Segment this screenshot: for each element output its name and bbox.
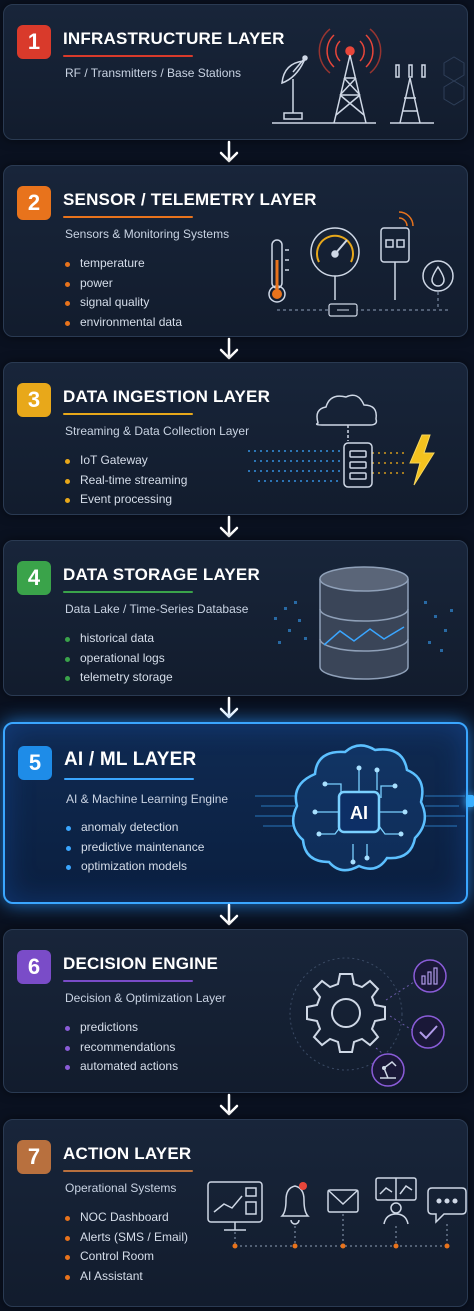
envelope-icon	[327, 1189, 359, 1213]
list-item: Control Room	[65, 1247, 188, 1267]
layer-card-ai-ml: 5 AI / ML LAYER AI & Machine Learning En…	[3, 722, 468, 904]
layer-subtitle: Sensors & Monitoring Systems	[65, 227, 230, 241]
robot-arm-icon	[371, 1053, 405, 1087]
layer-number-badge: 6	[17, 950, 51, 984]
chat-icon	[427, 1187, 467, 1224]
layer-subtitle: Data Lake / Time-Series Database	[65, 602, 249, 616]
layer-card-infrastructure: 1 INFRASTRUCTURE LAYER RF / Transmitters…	[3, 4, 468, 140]
layer-number-badge: 2	[17, 186, 51, 220]
layer-card-action: 7 ACTION LAYER Operational Systems NOC D…	[3, 1119, 468, 1307]
layer-title: ACTION LAYER	[63, 1144, 192, 1163]
arrow-down-icon	[219, 515, 239, 538]
layer-number-badge: 3	[17, 383, 51, 417]
gauge-icon	[310, 227, 360, 300]
layer-item-list: anomaly detection predictive maintenance…	[66, 818, 204, 877]
layer-card-sensor-telemetry: 2 SENSOR / TELEMETRY LAYER Sensors & Mon…	[3, 165, 468, 337]
bell-icon	[280, 1182, 310, 1225]
gateway-icon	[343, 442, 373, 488]
layer-title: AI / ML LAYER	[64, 749, 197, 770]
wireless-sensor-icon	[380, 211, 414, 300]
layer-number-badge: 5	[18, 746, 52, 780]
layer-title: INFRASTRUCTURE LAYER	[63, 29, 285, 48]
action-illustration	[207, 1177, 467, 1249]
layer-title: DATA INGESTION LAYER	[63, 387, 271, 406]
layer-item-list: NOC Dashboard Alerts (SMS / Email) Contr…	[65, 1208, 188, 1287]
list-item: Real-time streaming	[65, 471, 187, 491]
layer-card-decision-engine: 6 DECISION ENGINE Decision & Optimizatio…	[3, 929, 468, 1093]
list-item: power	[65, 274, 182, 294]
title-underline	[63, 1170, 193, 1172]
cell-tower-icon	[390, 64, 434, 124]
dashboard-icon	[207, 1181, 263, 1231]
gear-icon	[306, 973, 386, 1053]
layer-subtitle: AI & Machine Learning Engine	[66, 792, 229, 806]
arrow-down-icon	[219, 1093, 239, 1116]
list-item: recommendations	[65, 1038, 178, 1058]
infrastructure-illustration	[272, 28, 465, 124]
layer-number-badge: 7	[17, 1140, 51, 1174]
layer-item-list: IoT Gateway Real-time streaming Event pr…	[65, 451, 187, 510]
title-underline	[63, 413, 193, 415]
water-drop-icon	[422, 260, 454, 292]
layer-item-list: predictions recommendations automated ac…	[65, 1018, 178, 1077]
list-item: historical data	[65, 629, 173, 649]
list-item: temperature	[65, 254, 182, 274]
database-icon	[319, 566, 409, 680]
list-item: signal quality	[65, 293, 182, 313]
list-item: AI Assistant	[65, 1267, 188, 1287]
list-item: IoT Gateway	[65, 451, 187, 471]
title-underline	[63, 55, 193, 57]
checkmark-icon	[411, 1015, 445, 1049]
lightning-icon	[409, 434, 435, 486]
title-underline	[63, 216, 193, 218]
layer-subtitle: RF / Transmitters / Base Stations	[65, 66, 242, 80]
satellite-dish-icon	[272, 55, 324, 124]
layer-title: DATA STORAGE LAYER	[63, 565, 260, 584]
bar-chart-icon	[413, 959, 447, 993]
list-item: predictive maintenance	[66, 838, 204, 858]
title-underline	[64, 778, 194, 780]
layer-title: SENSOR / TELEMETRY LAYER	[63, 190, 317, 209]
ingestion-illustration	[248, 394, 435, 488]
list-item: optimization models	[66, 857, 204, 877]
list-item: telemetry storage	[65, 668, 173, 688]
operator-icon	[375, 1177, 417, 1225]
connector-glow	[466, 795, 474, 807]
layer-subtitle: Decision & Optimization Layer	[65, 991, 226, 1005]
ai-chip-label: AI	[350, 803, 368, 823]
decision-illustration	[289, 957, 447, 1087]
layer-item-list: temperature power signal quality environ…	[65, 254, 182, 333]
arrow-down-icon	[219, 903, 239, 926]
layer-number-badge: 4	[17, 561, 51, 595]
arrow-down-icon	[219, 140, 239, 163]
storage-illustration	[274, 566, 453, 680]
layer-card-data-storage: 4 DATA STORAGE LAYER Data Lake / Time-Se…	[3, 540, 468, 696]
list-item: predictions	[65, 1018, 178, 1038]
list-item: Event processing	[65, 490, 187, 510]
sensor-illustration	[268, 211, 454, 317]
layer-number-badge: 1	[17, 25, 51, 59]
ai-brain-icon: AI	[255, 744, 465, 872]
arrow-down-icon	[219, 337, 239, 360]
thermometer-icon	[268, 239, 289, 303]
list-item: environmental data	[65, 313, 182, 333]
list-item: operational logs	[65, 649, 173, 669]
list-item: NOC Dashboard	[65, 1208, 188, 1228]
arrow-down-icon	[219, 696, 239, 719]
title-underline	[63, 591, 193, 593]
cloud-icon	[315, 394, 378, 441]
layer-card-data-ingestion: 3 DATA INGESTION LAYER Streaming & Data …	[3, 362, 468, 515]
layer-item-list: historical data operational logs telemet…	[65, 629, 173, 688]
transmission-tower-icon	[318, 28, 382, 124]
list-item: anomaly detection	[66, 818, 204, 838]
layer-subtitle: Operational Systems	[65, 1181, 177, 1195]
list-item: Alerts (SMS / Email)	[65, 1228, 188, 1248]
title-underline	[63, 980, 193, 982]
layer-title: DECISION ENGINE	[63, 954, 219, 973]
list-item: automated actions	[65, 1057, 178, 1077]
layer-subtitle: Streaming & Data Collection Layer	[65, 424, 250, 438]
